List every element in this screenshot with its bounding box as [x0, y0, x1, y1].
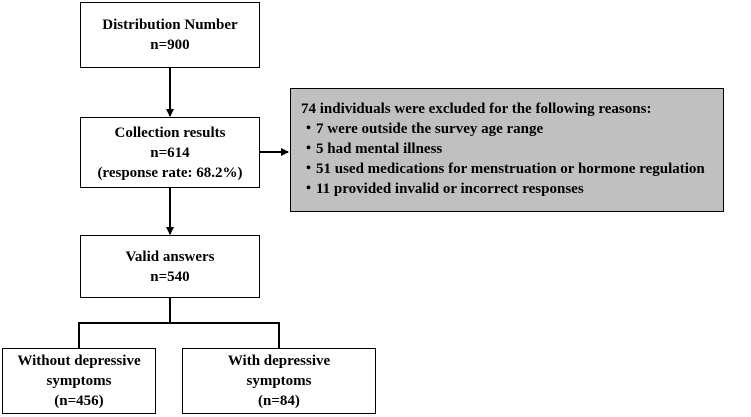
with-depressive-box: With depressive symptoms (n=84): [182, 348, 376, 414]
without-depressive-box: Without depressive symptoms (n=456): [2, 348, 156, 414]
with-line2: symptoms: [246, 373, 312, 389]
exclusion-reason: ・51 used medications for menstruation or…: [301, 161, 705, 177]
with-line1: With depressive: [227, 353, 331, 369]
exclusion-reason: ・11 provided invalid or incorrect respon…: [301, 181, 584, 197]
without-line2: symptoms: [46, 373, 112, 389]
distribution-count: n=900: [150, 37, 190, 53]
exclusion-heading: 74 individuals were excluded for the fol…: [301, 101, 652, 117]
exclusion-reason: ・7 were outside the survey age range: [301, 121, 544, 137]
collection-count: n=614: [150, 144, 190, 161]
with-count: (n=84): [258, 393, 300, 409]
distribution-title: Distribution Number: [102, 17, 238, 33]
valid-title: Valid answers: [125, 248, 215, 265]
collection-results-box: Collection results n=614 (response rate:…: [80, 117, 260, 188]
without-count: (n=456): [54, 393, 104, 409]
collection-title: Collection results: [114, 124, 226, 141]
exclusion-box: 74 individuals were excluded for the fol…: [290, 88, 724, 212]
valid-answers-box: Valid answers n=540: [80, 235, 260, 298]
distribution-number-box: Distribution Number n=900: [80, 2, 260, 68]
collection-response-rate: (response rate: 68.2%): [97, 164, 243, 181]
exclusion-reason: ・5 had mental illness: [301, 141, 443, 157]
without-line1: Without depressive: [17, 353, 141, 369]
valid-count: n=540: [150, 268, 190, 285]
